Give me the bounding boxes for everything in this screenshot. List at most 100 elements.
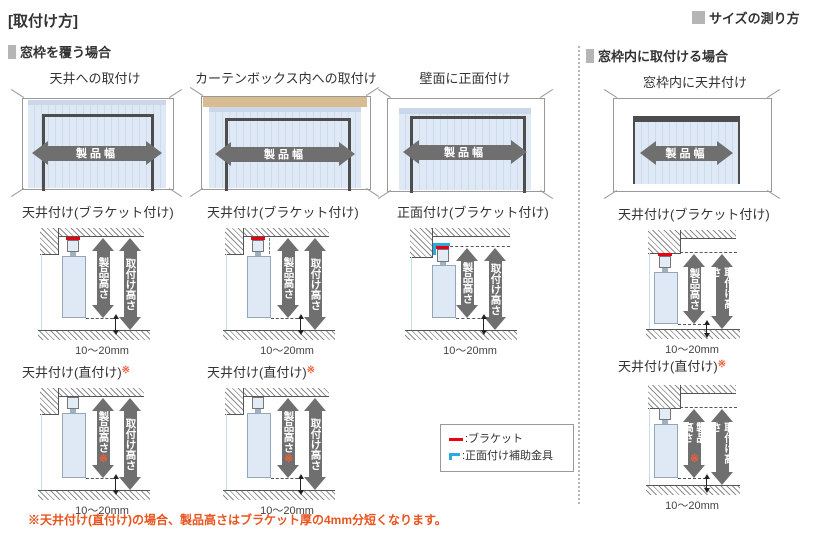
window-diagram-curtain-box: 製品幅: [189, 86, 380, 198]
perspective-line: [603, 189, 618, 200]
product-height-arrow: 製品高さ※: [92, 398, 114, 478]
ceiling-hatch: [410, 228, 510, 237]
asterisk-mark: ※: [282, 453, 295, 465]
asterisk-mark: ※: [97, 453, 110, 465]
diagram-frame-ceiling-direct: 天井付け(直付け)※ 製品高さ※ 取付け高さ 10〜20mm: [602, 356, 777, 516]
product-width-arrow: 製品幅: [215, 142, 355, 166]
wall-line: [649, 408, 650, 485]
floor-line: [223, 330, 335, 331]
legend-bracket-label: :ブラケット: [465, 433, 524, 445]
gray-square-icon: [692, 11, 705, 24]
product-height-arrow: 製品高さ: [277, 238, 299, 318]
product-width-arrow: 製品幅: [32, 141, 162, 165]
gap-arrow: [112, 314, 119, 335]
floor-line: [405, 330, 517, 331]
perspective-line: [10, 88, 25, 99]
blind-body: [654, 272, 678, 324]
arrow-up-icon: [711, 254, 733, 267]
perspective-line: [365, 86, 380, 97]
asterisk-mark: ※: [306, 365, 316, 376]
diagram-title: 正面付け(ブラケット付け): [397, 205, 549, 220]
asterisk-mark: ※: [688, 453, 701, 465]
bracket-red: [658, 253, 672, 256]
floor-line: [38, 330, 150, 331]
arrow-right-icon: [146, 141, 162, 165]
product-height-label: 製品高さ: [96, 251, 110, 305]
perspective-line: [539, 88, 554, 99]
arrow-right-icon: [511, 140, 527, 164]
wall-corner-hatch: [225, 228, 244, 255]
arrow-up-icon: [304, 238, 326, 251]
sill-hatch: [646, 486, 740, 495]
window-diagram-ceiling: 製品幅: [10, 88, 183, 198]
legend-row-front-aux: :正面付け補助金具: [449, 448, 565, 465]
arrow-down-icon: [119, 317, 141, 330]
wall-line: [649, 253, 650, 329]
diagram-title: 天井付け(直付け)※: [618, 359, 727, 374]
sill-line: [646, 329, 740, 330]
ceiling-hatch: [225, 388, 329, 397]
arrow-up-icon: [92, 398, 114, 411]
curtain-box: [203, 97, 367, 107]
window-frame-side: [633, 122, 635, 184]
window-diagram-inside-frame: 製品幅: [600, 88, 790, 200]
gap-arrow: [112, 474, 119, 495]
diagram-front-bracket: 正面付け(ブラケット付け) 製品高さ 取付け高さ 10〜20mm: [385, 202, 560, 362]
rail-connector: [70, 252, 76, 256]
product-height-label: 製品高さ※: [96, 411, 110, 465]
product-width-arrow: 製品幅: [403, 140, 527, 164]
bracket-red: [251, 237, 265, 240]
gray-square-icon: [8, 44, 16, 59]
diagram-title: 天井付け(ブラケット付け): [207, 205, 359, 220]
mount-height-arrow: 取付け高さ: [484, 248, 506, 330]
arrow-up-icon: [683, 254, 705, 267]
rail-connector: [662, 420, 668, 424]
bottom-dashed-line: [86, 478, 118, 479]
arrow-up-icon: [277, 238, 299, 251]
mount-level-dashed: [680, 252, 737, 253]
mount-height-label: 取付け高さ: [710, 267, 735, 316]
mount-height-arrow: 取付け高さ: [304, 238, 326, 330]
blind-body: [654, 424, 678, 478]
ceiling-hatch: [40, 388, 144, 397]
arrow-down-icon: [304, 317, 326, 330]
diagram-frame-ceiling-bracket: 天井付け(ブラケット付け) 製品高さ 取付け高さ 10〜20mm: [602, 204, 777, 364]
headrail: [659, 408, 671, 420]
product-height-arrow: 製品高さ: [456, 248, 478, 318]
blind-body: [62, 413, 86, 478]
page-title: [取付け方]: [8, 13, 78, 30]
wall-line: [411, 257, 412, 330]
headrail: [252, 397, 264, 409]
wall-corner-hatch: [40, 388, 59, 415]
gap-label: 10〜20mm: [665, 500, 719, 512]
mount-height-arrow: 取付け高さ: [710, 409, 735, 485]
floor-hatch: [223, 491, 335, 500]
bottom-dashed-line: [456, 318, 486, 319]
wall-line: [41, 414, 42, 490]
rail-connector: [255, 252, 261, 256]
mount-height-label: 取付け高さ: [123, 411, 137, 477]
aux-bracket-blue: [433, 243, 436, 255]
mount-height-arrow: 取付け高さ: [304, 398, 326, 490]
headrail: [67, 240, 79, 252]
bottom-dashed-line: [271, 318, 303, 319]
bottom-dashed-line: [86, 318, 118, 319]
gap-arrow: [703, 474, 710, 493]
product-height-label: 製品高さ※: [281, 411, 295, 465]
gap-label: 10〜20mm: [75, 505, 129, 517]
arrow-left-icon: [403, 140, 419, 164]
arrow-left-icon: [640, 141, 656, 165]
rail-connector: [70, 409, 76, 413]
wall-line: [41, 254, 42, 330]
product-height-label: 製品高さ: [281, 251, 295, 305]
size-guide-label: サイズの測り方: [709, 11, 800, 26]
floor-hatch: [223, 331, 335, 340]
arrow-left-icon: [215, 142, 231, 166]
arrow-down-icon: [683, 311, 705, 324]
wall-line: [226, 414, 227, 490]
section-inside-label: 窓枠内に取付ける場合: [598, 49, 729, 64]
blind-body: [247, 256, 271, 318]
floor-hatch: [38, 331, 150, 340]
arrow-up-icon: [683, 409, 705, 422]
